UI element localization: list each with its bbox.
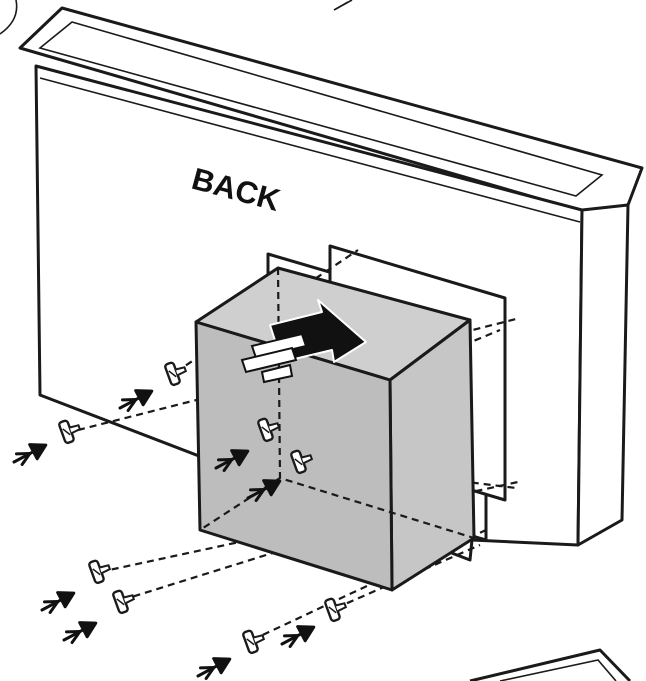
screw-icon [290,449,314,475]
screw-icon [164,361,188,387]
push-arrow-icon [118,389,154,412]
push-arrow-icon [196,657,232,680]
screw-icon [112,589,136,615]
push-arrow-icon [246,479,282,502]
screw-icon [257,417,281,443]
step-marker-fragment [0,0,18,35]
push-arrows [12,389,316,680]
push-arrow-icon [40,591,76,614]
screw-icon [88,559,112,585]
screw-icon [242,629,266,655]
screws [58,361,348,655]
next-step-fragment [469,648,632,681]
enclosure-box [194,266,476,592]
push-arrow-icon [214,449,250,472]
push-arrow-icon [280,625,316,648]
screw-icon [324,597,348,623]
next-step-fragment-inner [499,659,617,681]
insert-direction-arrow-icon [240,299,367,384]
arrow-fragment [333,0,353,11]
screw-icon [58,419,82,445]
push-arrow-icon [12,443,48,466]
push-arrow-icon [62,621,98,644]
